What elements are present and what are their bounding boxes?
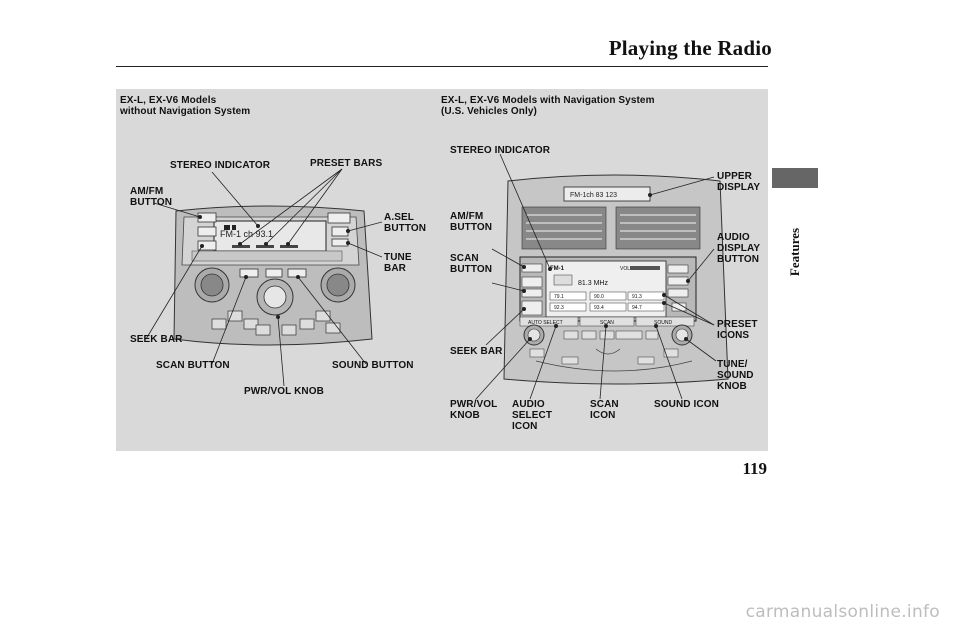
section-label: Features [773,192,817,312]
softkey-sound: SOUND [654,320,672,326]
right-label-sound-icon: SOUND ICON [654,399,719,410]
left-heading: EX-L, EX-V6 Models without Navigation Sy… [120,95,251,117]
preset-label-2: 90.0 [594,294,604,300]
page-number: 119 [742,459,767,478]
right-heading: EX-L, EX-V6 Models with Navigation Syste… [441,95,655,117]
title-rule [116,66,768,67]
illustration-panel: FM-1 ch 93.1 [116,89,768,451]
left-label-tune-bar: TUNE BAR [384,252,412,274]
left-seek-bar [197,240,217,251]
page-title: Playing the Radio [608,36,772,60]
right-label-pwr-vol-knob: PWR/VOL KNOB [450,399,498,421]
nav-amfm-button [521,263,543,273]
right-label-audio-display-button: AUDIO DISPLAY BUTTON [717,232,761,265]
preset-icon-4 [549,302,587,312]
nav-band: FM-1 [550,266,565,272]
left-label-preset-bars: PRESET BARS [310,158,383,169]
nav-vol: VOL [620,266,630,272]
preset-icon-2 [589,291,627,301]
left-label-pwr-vol-knob: PWR/VOL KNOB [244,386,324,397]
softkey-scan: SCAN [600,320,614,326]
right-label-amfm-button: AM/FM BUTTON [450,211,493,233]
left-label-amfm-button: AM/FM BUTTON [130,186,173,208]
preset-label-4: 92.3 [554,305,564,311]
right-label-scan-icon: SCAN ICON [590,399,619,421]
sound-icon [635,316,695,327]
right-label-stereo-indicator: STEREO INDICATOR [450,145,551,156]
preset-label-3: 91.3 [632,294,642,300]
softkey-audio-select: AUTO SELECT [528,320,563,326]
left-label-sound-button: SOUND BUTTON [332,360,414,371]
upper-display-text: FM-1ch 83 123 [570,192,617,199]
preset-label-1: 79.1 [554,294,564,300]
left-radio-illustration: FM-1 ch 93.1 [145,168,383,387]
right-label-seek-bar: SEEK BAR [450,346,503,357]
audio-display-button [667,276,689,286]
left-label-seek-bar: SEEK BAR [130,334,183,345]
preset-bar-3 [280,245,298,248]
left-display-text: FM-1 ch 93.1 [220,229,273,239]
left-label-asel-button: A.SEL BUTTON [384,212,427,234]
section-label-text: Features [787,227,802,277]
nav-scan-button [521,288,543,298]
right-nav-illustration: FM-1ch 83 123 FM-1 VOL 81.3 MHz 79.1 [475,153,729,400]
left-label-scan-button: SCAN BUTTON [156,360,230,371]
preset-icon-5 [589,302,627,312]
right-label-audio-select-icon: AUDIO SELECT ICON [512,399,553,432]
preset-bar-2 [256,245,274,248]
watermark: carmanualsonline.info [745,602,940,622]
left-label-stereo-indicator: STEREO INDICATOR [170,160,271,171]
preset-bar-1 [232,245,250,248]
right-label-tune-sound-knob: TUNE/ SOUND KNOB [717,359,754,392]
right-label-scan-button: SCAN BUTTON [450,253,493,275]
left-scan-button [239,268,259,278]
right-label-upper-display: UPPER DISPLAY [717,171,761,193]
preset-icon-6 [627,302,665,312]
preset-label-6: 94.7 [632,305,642,311]
preset-label-5: 93.4 [594,305,604,311]
preset-icon-1 [549,291,587,301]
nav-freq: 81.3 MHz [578,280,608,287]
left-amfm-button [197,212,217,223]
section-tab [772,168,818,188]
nav-seek-bar [521,300,543,316]
right-label-preset-icons: PRESET ICONS [717,319,758,341]
audio-select-icon [519,316,579,327]
